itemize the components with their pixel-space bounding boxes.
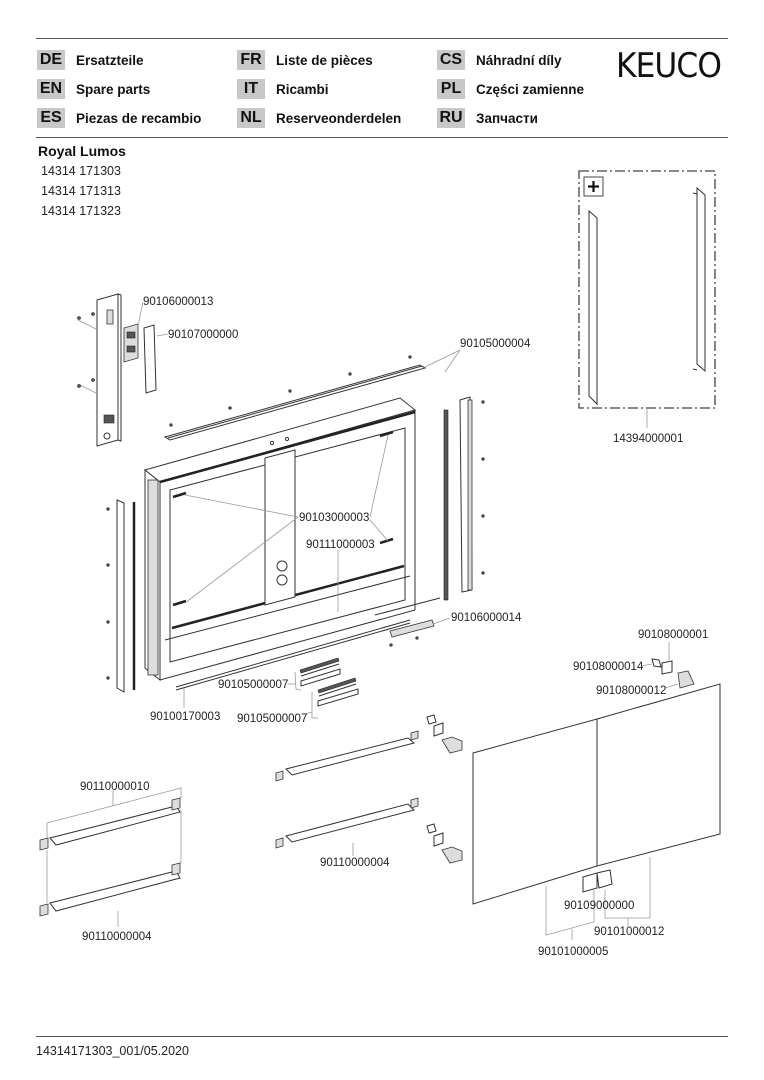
- part-number-label: 90110000004: [320, 857, 390, 869]
- bottom-strip-part: [175, 619, 411, 691]
- language-row-en: EN Spare parts: [37, 79, 150, 99]
- part-number-label: 90110000004: [82, 931, 152, 943]
- language-code: IT: [237, 79, 265, 99]
- plus-icon: [588, 181, 599, 192]
- language-row-de: DE Ersatzteile: [37, 50, 144, 70]
- control-panel-part: [77, 293, 122, 447]
- part-number-label: 90105000007: [237, 713, 307, 725]
- language-row-fr: FR Liste de pièces: [237, 50, 373, 70]
- part-number-label: 90107000000: [168, 329, 238, 341]
- hinge-parts-middle-lower: [426, 823, 463, 864]
- part-number-label: 90108000001: [638, 629, 708, 641]
- right-side-strip-part: [443, 396, 485, 601]
- mirror-door-left: [472, 718, 598, 905]
- header-top-rule: [36, 38, 728, 39]
- language-row-es: ES Piezas de recambio: [37, 108, 201, 128]
- switch-cover-part: [143, 324, 157, 394]
- language-code: EN: [37, 79, 65, 99]
- language-code: RU: [437, 108, 465, 128]
- part-number-label: 90101000012: [594, 926, 664, 938]
- part-number-label: 14394000001: [613, 433, 683, 445]
- socket-strip-part: [374, 597, 441, 647]
- language-label: Reserveonderdelen: [276, 110, 402, 126]
- brand-logo: KEUCO: [616, 46, 722, 86]
- language-label: Náhradní díly: [476, 52, 562, 68]
- left-side-strip-part: [106, 499, 136, 693]
- top-light-strip-part: [163, 355, 427, 441]
- glass-shelf-middle-upper: [275, 730, 419, 782]
- light-profile-set-b: [317, 677, 359, 707]
- language-code: PL: [437, 79, 465, 99]
- part-number-label: 90106000013: [143, 296, 213, 308]
- language-label: Liste de pièces: [276, 52, 373, 68]
- switch-module-part: [123, 323, 139, 363]
- language-row-ru: RU Запчасти: [437, 108, 538, 128]
- language-code: ES: [37, 108, 65, 128]
- part-number-label: 90106000014: [451, 612, 522, 624]
- part-number-label: 90109000000: [564, 900, 634, 912]
- hinge-parts-middle-upper: [426, 714, 463, 754]
- product-name: Royal Lumos: [38, 143, 126, 159]
- language-label: Spare parts: [76, 81, 151, 97]
- light-profile-set-a: [299, 657, 341, 687]
- language-code: DE: [37, 50, 65, 70]
- mirror-door-right: [596, 683, 721, 867]
- part-number-label: 90105000004: [460, 338, 531, 350]
- door-handle-clip: [582, 869, 613, 893]
- part-number-label: 90108000012: [596, 685, 666, 697]
- glass-shelf-set-lower-left: [39, 797, 181, 917]
- language-row-cs: CS Náhradní díly: [437, 50, 562, 70]
- part-number-label: 90111000003: [306, 539, 375, 551]
- language-label: Części zamienne: [476, 81, 585, 97]
- language-code: NL: [237, 108, 265, 128]
- article-number: 14314 171323: [41, 204, 121, 218]
- part-number-label: 90100170003: [150, 711, 220, 723]
- header-bottom-rule: [36, 137, 728, 138]
- accessory-handles-box: [578, 170, 716, 409]
- part-number-label: 90103000003: [299, 512, 369, 524]
- part-number-label: 90101000005: [538, 946, 608, 958]
- cabinet-body-part: [143, 397, 417, 682]
- language-label: Piezas de recambio: [76, 110, 202, 126]
- part-number-label: 90105000007: [218, 679, 288, 691]
- part-number-label: 90110000010: [80, 781, 150, 793]
- language-label: Запчасти: [476, 110, 538, 126]
- language-label: Ricambi: [276, 81, 329, 97]
- article-number: 14314 171303: [41, 164, 121, 178]
- glass-shelf-middle-lower: [275, 797, 419, 849]
- article-number: 14314 171313: [41, 184, 121, 198]
- language-row-nl: NL Reserveonderdelen: [237, 108, 401, 128]
- language-code: CS: [437, 50, 465, 70]
- hinge-parts-top: [651, 658, 695, 689]
- language-label: Ersatzteile: [76, 52, 144, 68]
- language-row-it: IT Ricambi: [237, 79, 329, 99]
- language-code: FR: [237, 50, 265, 70]
- footer-rule: [36, 1036, 728, 1037]
- document-id: 14314171303_001/05.2020: [36, 1044, 189, 1058]
- part-number-label: 90108000014: [573, 661, 644, 673]
- language-row-pl: PL Części zamienne: [437, 79, 584, 99]
